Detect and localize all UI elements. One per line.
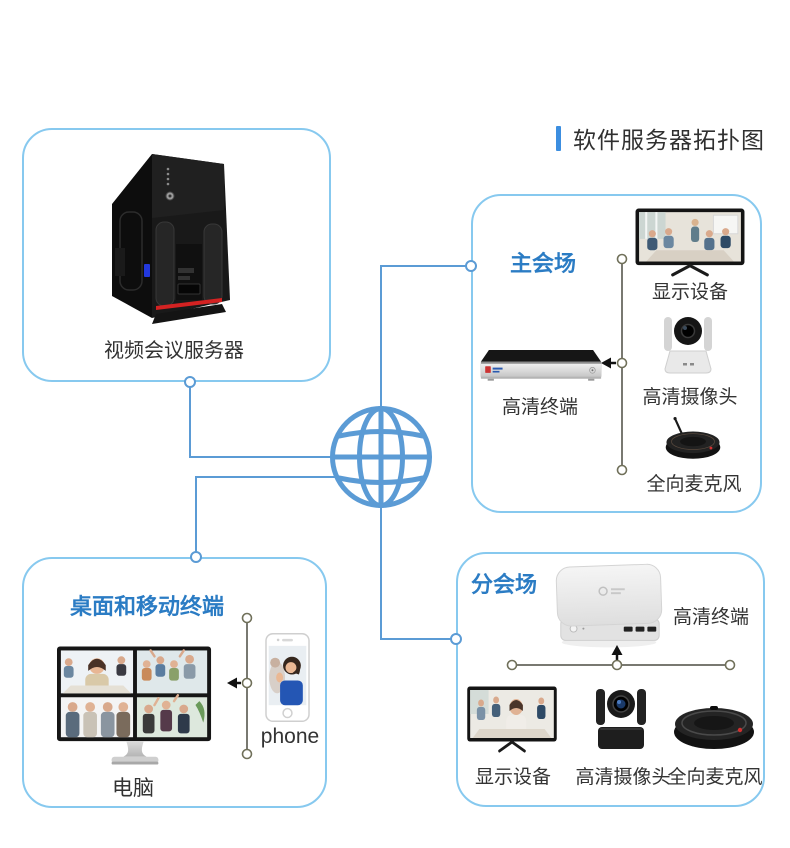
computer-label: 电脑 [112, 777, 154, 800]
main-venue-panel: 主会场 显示设备 高清摄像头 [471, 194, 762, 513]
server-label: 视频会议服务器 [104, 340, 244, 362]
branch-mic-label: 全向麦克风 [667, 767, 763, 788]
page-title: 软件服务器拓扑图 [573, 127, 765, 153]
server-tower-icon [112, 154, 230, 324]
desktop-heading: 桌面和移动终端 [69, 594, 225, 619]
branch-camera-label: 高清摄像头 [575, 767, 671, 788]
computer-monitor-icon [57, 646, 212, 765]
branch-mic-icon [674, 706, 754, 749]
connector-desktop-globe [195, 476, 337, 556]
phone-label: phone [260, 725, 320, 748]
branch-display-icon [467, 686, 557, 753]
main-mic-icon [665, 417, 721, 459]
main-venue-heading: 主会场 [509, 251, 577, 276]
main-camera-icon [664, 317, 712, 374]
title-accent-bar [556, 125, 561, 151]
connector-globe-branch [380, 508, 451, 640]
branch-terminal-icon [555, 563, 663, 648]
globe-icon [330, 406, 432, 508]
branch-display-label: 显示设备 [474, 767, 552, 788]
main-display-label: 显示设备 [651, 282, 729, 303]
branch-venue-heading: 分会场 [470, 572, 538, 597]
main-terminal-label: 高清终端 [501, 397, 579, 418]
connector-server-globe [189, 383, 330, 458]
branch-terminal-label: 高清终端 [672, 607, 750, 628]
main-terminal-icon [480, 349, 602, 381]
branch-camera-icon [596, 689, 646, 749]
main-camera-label: 高清摄像头 [642, 387, 738, 408]
server-panel: 视频会议服务器 [22, 128, 331, 382]
page-title-row: 软件服务器拓扑图 [556, 121, 765, 155]
desktop-mobile-panel: 桌面和移动终端 [22, 557, 327, 808]
main-mic-label: 全向麦克风 [646, 474, 742, 495]
connector-globe-main [380, 265, 466, 406]
phone-icon [265, 633, 310, 722]
branch-venue-panel: 分会场 高清终端 显示 [456, 552, 765, 807]
main-display-icon [635, 208, 745, 277]
